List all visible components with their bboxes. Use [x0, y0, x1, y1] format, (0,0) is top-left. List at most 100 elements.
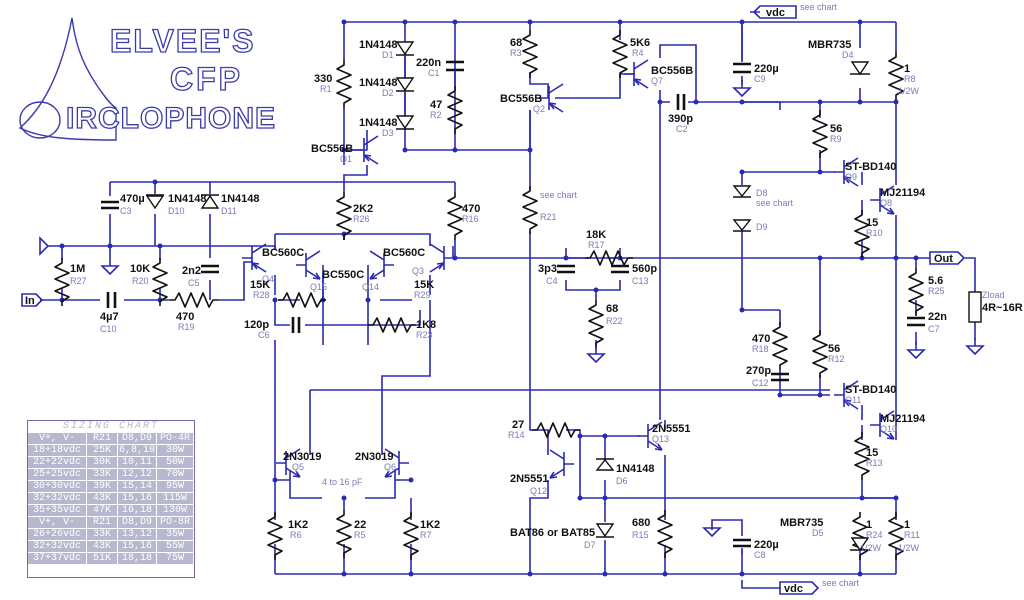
diode-d4 [850, 61, 870, 76]
c2-value: 390p [668, 113, 693, 125]
sizing-chart-cell: 43K [87, 541, 117, 552]
q9-part: ST-BD140 [845, 161, 896, 173]
r29-ref: R29 [414, 290, 431, 300]
q2-ref: Q2 [533, 104, 545, 114]
r8-value: 1 [904, 63, 910, 75]
horn-logo-icon [18, 17, 117, 141]
c3-ref: C3 [120, 206, 132, 216]
sizing-chart-cell: 43K [87, 493, 117, 504]
q11-ref: Q11 [845, 395, 861, 405]
r16-ref: R16 [462, 214, 479, 224]
logo-line-2: CFP [170, 61, 243, 97]
d4-ref: D4 [842, 50, 854, 60]
q4-ref: Q4 [262, 274, 274, 284]
q12-part: 2N5551 [510, 473, 549, 485]
sizing-chart-cell: 32+32vdc [28, 541, 86, 552]
r12-ref: R12 [828, 354, 845, 364]
sizing-chart-cell: R21 [87, 517, 117, 528]
d8-hint: see chart [756, 198, 794, 208]
r14-value: 27 [512, 419, 524, 431]
diodes [145, 41, 870, 552]
d6-part: 1N4148 [616, 463, 655, 475]
capacitors [101, 60, 925, 548]
r24-value: 1 [866, 519, 872, 531]
diode-d9 [732, 219, 752, 232]
input-terminal-label: In [25, 295, 35, 307]
diode-d5 [850, 537, 870, 552]
diode-d3 [395, 115, 415, 130]
vdc-top-hint: see chart [800, 2, 838, 12]
ground-icon [966, 337, 984, 355]
q11-part: ST-BD140 [845, 384, 896, 396]
r23-ref: R23 [416, 330, 433, 340]
resistors [54, 29, 982, 561]
sizing-chart-cell: 95W [157, 481, 193, 492]
sizing-chart-cell: 18+18vdc [28, 445, 86, 456]
diode-d1 [395, 41, 415, 56]
c13-value: 560p [632, 263, 657, 275]
r26-value: 2K2 [353, 203, 373, 215]
sizing-chart-cell: 51K [87, 553, 117, 564]
r22-value: 68 [606, 303, 618, 315]
d10-ref: D10 [168, 206, 185, 216]
capacitor-c7 [907, 316, 925, 327]
r13-value: 15 [866, 447, 878, 459]
d7-part: BAT86 or BAT85 [510, 527, 595, 539]
sizing-chart-cell: 33K [87, 529, 117, 540]
r16-value: 470 [462, 203, 480, 215]
d11-part: 1N4148 [221, 193, 260, 205]
vdc-bottom-hint: see chart [822, 578, 860, 588]
sizing-chart-cell: 25K [87, 445, 117, 456]
q10-ref: Q10 [880, 424, 897, 434]
sizing-chart-cell: 55W [157, 541, 193, 552]
q3-part: BC560C [383, 247, 425, 259]
q5-q6-cap-note: 4 to 16 pF [322, 477, 363, 487]
sizing-chart-cell: 13,12 [118, 529, 156, 540]
sizing-chart-cell: 6,8,10 [118, 445, 156, 456]
diode-d10 [145, 194, 165, 210]
d5-ref: D5 [812, 528, 824, 538]
vdc-top-label: vdc [766, 7, 785, 19]
output-terminal-label: Out [934, 253, 953, 265]
sizing-chart-cell: PO-4R [157, 433, 193, 444]
r11-rating: 1/2W [898, 543, 920, 553]
c12-ref: C12 [752, 378, 769, 388]
d5-part: MBR735 [780, 517, 823, 529]
c7-ref: C7 [928, 324, 940, 334]
d10-part: 1N4148 [168, 193, 207, 205]
q8-part: MJ21194 [880, 187, 926, 199]
q14-ref: Q14 [362, 282, 379, 292]
d7-ref: D7 [584, 540, 596, 550]
r5-ref: R5 [354, 530, 366, 540]
capacitor-c8 [733, 538, 751, 548]
sizing-chart-cell: 15,16 [118, 541, 156, 552]
sizing-chart-cell: V+, V- [28, 433, 86, 444]
r24-ref: R24 [866, 530, 883, 540]
q13-ref: Q13 [652, 434, 669, 444]
c1-value: 220n [416, 57, 441, 69]
load-resistor [968, 291, 982, 323]
sizing-chart-cell: 130W [157, 505, 193, 516]
c8-value: 220µ [754, 539, 779, 551]
d1-ref: D1 [382, 50, 394, 60]
q7-part: BC556B [651, 65, 693, 77]
terminals: In Out vdc see chart vdc see chart [21, 2, 966, 595]
terminal-arrow-icon [21, 293, 44, 307]
sizing-chart-cell: 35+35vdc [28, 505, 86, 516]
resistor-r12 [812, 329, 828, 379]
sizing-chart-cell: 16,18 [118, 505, 156, 516]
c4-value: 3p3 [538, 263, 557, 275]
r20-ref: R20 [132, 276, 149, 286]
transistor-q12 [549, 449, 575, 479]
sizing-chart-cell: 115W [157, 493, 193, 504]
c10-ref: C10 [100, 324, 117, 334]
r25-value: 5.6 [928, 275, 943, 287]
diode-d7 [595, 523, 615, 538]
r6-value: 1K2 [288, 519, 308, 531]
